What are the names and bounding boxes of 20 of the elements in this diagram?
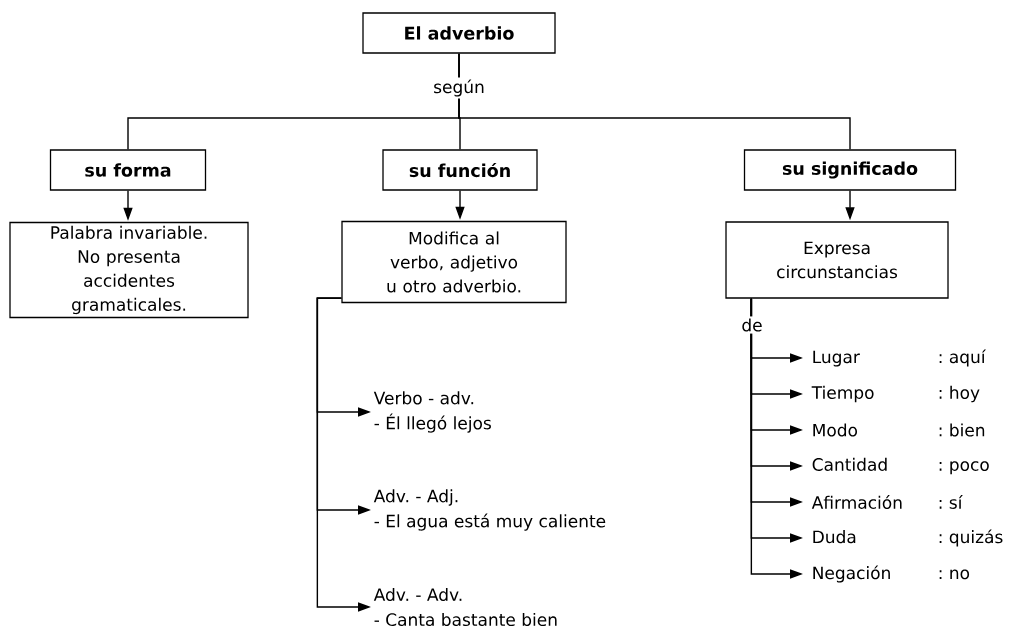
example-text: Adv. - Adv. - Canta bastante bien [373,587,557,627]
circumstance-text: Lugar : aquí [813,349,986,367]
connector [458,52,851,151]
category-box: su forma [49,149,207,191]
edge-label: según [431,77,487,99]
example-text: Verbo - adv. - Él llegó lejos [373,391,491,433]
circumstance-text: Cantidad : poco [812,457,989,475]
category-box: su función [382,149,538,191]
circumstance-text: Afirmación : sí [811,495,963,509]
circumstance-text: Duda : quizás [813,529,1003,547]
edge-label: de [739,316,765,334]
title-box: El adverbio [362,12,556,54]
example-text: Adv. - Adj. - El agua está muy caliente [373,489,606,531]
circumstance-text: Negación : no [813,565,970,583]
description-box: Modifica al verbo, adjetivo u otro adverbio. [341,220,567,304]
description-box: Palabra invariable. No presenta accidentes gramaticales. [9,221,249,319]
circumstance-text: Modo : bien [813,423,985,437]
category-box: su significado [743,149,957,191]
circumstance-text: Tiempo : hoy [811,385,980,403]
description-box: Expresa circunstancias [725,221,949,299]
